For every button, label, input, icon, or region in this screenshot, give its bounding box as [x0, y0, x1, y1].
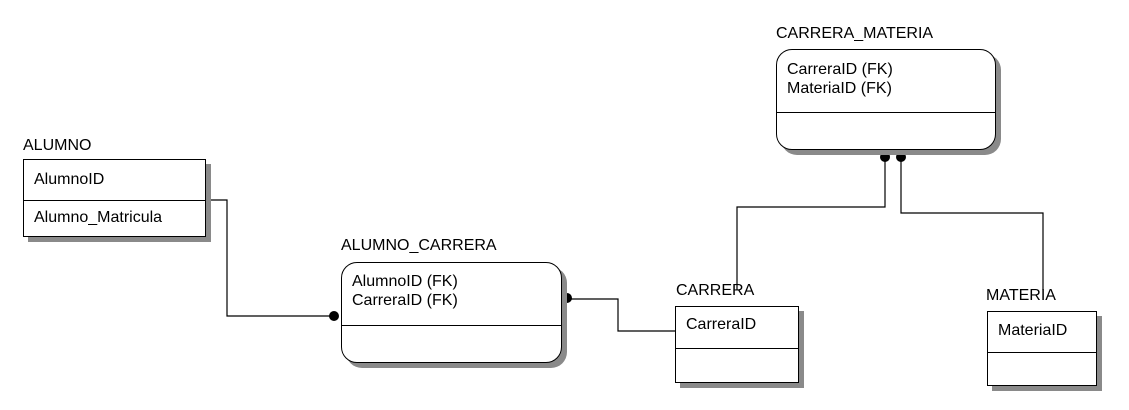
entity-title-carrera: CARRERA	[676, 282, 755, 299]
entity-materia[interactable]: MateriaID	[987, 311, 1097, 386]
many-end-dot	[896, 152, 906, 162]
attribute-alumno-matricula: Alumno_Matricula	[34, 209, 163, 226]
entity-key-area: CarreraID	[676, 307, 798, 349]
many-end-dot	[562, 293, 572, 303]
attribute-alumnoid-fk: AlumnoID (FK)	[352, 273, 458, 290]
entity-key-area: CarreraID (FK) MateriaID (FK)	[777, 50, 995, 113]
many-end-dot	[329, 311, 339, 321]
entity-title-carrera-materia: CARRERA_MATERIA	[776, 25, 934, 42]
attribute-alumnoid: AlumnoID	[34, 171, 105, 188]
entity-carrera[interactable]: CarreraID	[675, 306, 799, 383]
attribute-materiaid-fk: MateriaID (FK)	[787, 80, 892, 97]
entity-title-alumno-carrera: ALUMNO_CARRERA	[341, 237, 497, 254]
entity-alumno-carrera[interactable]: AlumnoID (FK) CarreraID (FK)	[341, 262, 562, 363]
rel-materia-carrera-materia	[900, 158, 1044, 290]
attribute-materiaid: MateriaID	[998, 322, 1068, 339]
many-end-dot	[880, 152, 890, 162]
rel-carrera-carrera-materia	[736, 158, 886, 290]
entity-alumno[interactable]: AlumnoID Alumno_Matricula	[23, 159, 206, 237]
rel-carrera-alumno-carrera	[565, 298, 675, 332]
entity-key-area: AlumnoID	[24, 160, 205, 201]
entity-key-area: MateriaID	[988, 312, 1096, 353]
entity-carrera-materia[interactable]: CarreraID (FK) MateriaID (FK)	[776, 49, 996, 150]
rel-alumno-alumno-carrera	[205, 199, 334, 317]
attribute-carreraid-fk: CarreraID (FK)	[787, 61, 893, 78]
entity-key-area: AlumnoID (FK) CarreraID (FK)	[342, 263, 561, 326]
attribute-carreraid: CarreraID	[686, 316, 757, 333]
entity-title-materia: MATERIA	[986, 287, 1056, 304]
attribute-carreraid-fk: CarreraID (FK)	[352, 292, 458, 309]
entity-title-alumno: ALUMNO	[23, 137, 92, 154]
